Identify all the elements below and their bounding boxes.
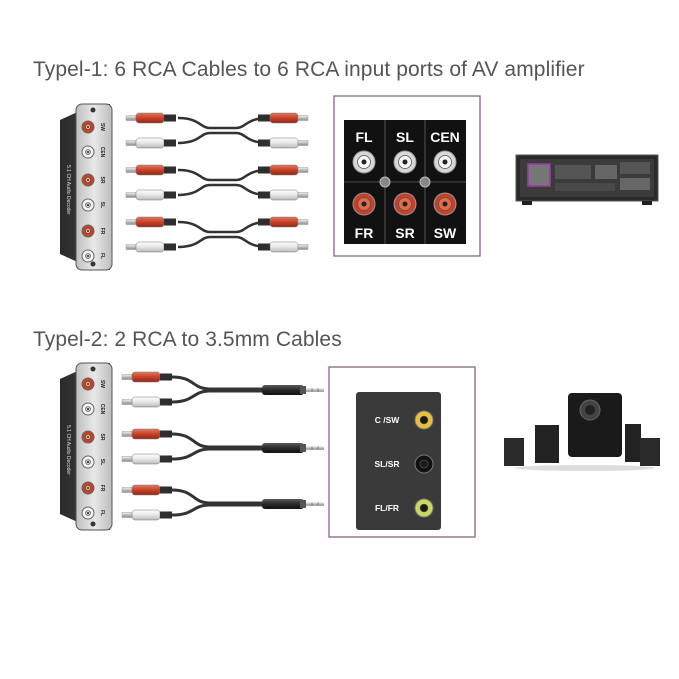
amp-port-label: SL xyxy=(396,129,414,145)
3-5mm-plug xyxy=(262,385,324,395)
speaker-jack-label: FL/FR xyxy=(375,503,399,513)
device-port-label: SL xyxy=(99,202,105,208)
device-rca-jack: FL xyxy=(81,506,105,520)
rca-cables-section1 xyxy=(177,116,269,249)
section1-title: Typel-1: 6 RCA Cables to 6 RCA input por… xyxy=(33,58,585,81)
amp-port-label: SR xyxy=(395,225,414,241)
white-rca-plug xyxy=(125,189,176,201)
amplifier-port-panel xyxy=(333,95,481,257)
amp-port-fl: FL xyxy=(352,129,376,174)
device-port-label: FL xyxy=(99,253,105,259)
white-rca-plug xyxy=(121,396,172,408)
device-port-label: SL xyxy=(99,459,105,465)
white-rca-plug xyxy=(121,509,172,521)
amp-port-sw: SW xyxy=(433,192,457,241)
speaker-jack-2: FL/FR xyxy=(375,498,434,518)
device-rca-jack: SL xyxy=(81,455,105,469)
device-port-label: CEN xyxy=(99,147,105,158)
device-rca-jack: SR xyxy=(81,173,105,187)
red-rca-plug xyxy=(125,164,176,176)
amp-port-label: FR xyxy=(355,225,374,241)
speaker-jack-label: C /SW xyxy=(375,415,401,425)
red-rca-plug xyxy=(121,428,172,440)
red-rca-plug xyxy=(258,112,309,124)
amp-port-sl: SL xyxy=(393,129,417,174)
rca-to-3-5mm-cables xyxy=(171,375,262,517)
amp-port-label: FL xyxy=(355,129,373,145)
device-rca-jack: FR xyxy=(81,481,105,495)
speaker-jack-0: C /SW xyxy=(375,410,434,430)
speaker-jack-panel xyxy=(328,366,476,538)
device-rca-jack: FR xyxy=(81,224,105,238)
device-port-label: SW xyxy=(99,380,105,388)
red-rca-plug xyxy=(125,216,176,228)
device-port-label: CEN xyxy=(99,404,105,415)
amp-port-fr: FR xyxy=(352,192,376,241)
device-rca-jack: SR xyxy=(81,430,105,444)
white-rca-plug xyxy=(125,137,176,149)
device-port-label: FR xyxy=(99,228,105,235)
amp-port-label: SW xyxy=(434,225,457,241)
amp-port-sr: SR xyxy=(393,192,417,241)
red-rca-plug xyxy=(258,164,309,176)
device-rca-jack: CEN xyxy=(81,145,105,159)
speaker-jack-1: SL/SR xyxy=(374,454,434,474)
device-rca-jack: SW xyxy=(81,120,105,134)
red-rca-plug xyxy=(121,371,172,383)
red-rca-plug xyxy=(258,216,309,228)
av-amplifier-image xyxy=(515,154,659,205)
svg-text:5.1 CH Audio Decoder: 5.1 CH Audio Decoder xyxy=(65,165,71,215)
3-5mm-plug xyxy=(262,443,324,453)
red-rca-plug xyxy=(121,484,172,496)
speaker-system-image xyxy=(504,393,660,471)
device-rca-jack: CEN xyxy=(81,402,105,416)
device-port-label: FL xyxy=(99,510,105,516)
amp-port-label: CEN xyxy=(430,129,460,145)
device-rca-jack: SL xyxy=(81,198,105,212)
white-rca-plug xyxy=(258,189,309,201)
speaker-jack-label: SL/SR xyxy=(374,459,399,469)
red-rca-plug xyxy=(125,112,176,124)
device-port-label: SW xyxy=(99,123,105,131)
device-rca-jack: FL xyxy=(81,249,105,263)
device-rca-jack: SW xyxy=(81,377,105,391)
amp-port-cen: CEN xyxy=(430,129,460,174)
device-port-label: SR xyxy=(99,177,105,184)
white-rca-plug xyxy=(121,453,172,465)
white-rca-plug xyxy=(125,241,176,253)
svg-text:5.1 CH Audio Decoder: 5.1 CH Audio Decoder xyxy=(65,425,71,475)
3-5mm-plug xyxy=(262,499,324,509)
device-port-label: SR xyxy=(99,434,105,441)
device-port-label: FR xyxy=(99,485,105,492)
white-rca-plug xyxy=(258,241,309,253)
section2-title: Typel-2: 2 RCA to 3.5mm Cables xyxy=(33,328,342,351)
white-rca-plug xyxy=(258,137,309,149)
